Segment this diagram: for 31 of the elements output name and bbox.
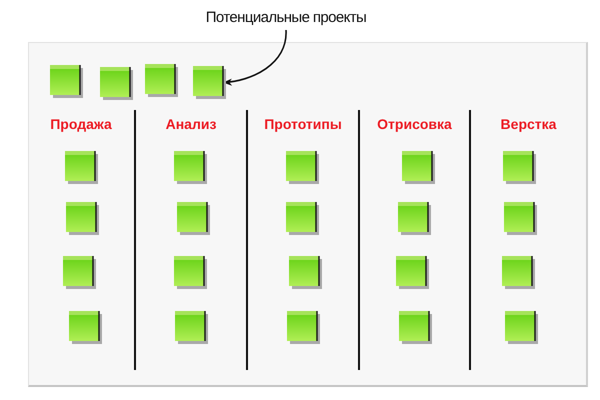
sticky-note [63, 256, 96, 289]
sticky-note [286, 151, 319, 184]
sticky-note [174, 256, 207, 289]
sticky-note [287, 311, 320, 344]
sticky-note [396, 256, 429, 289]
sticky-note [402, 151, 435, 184]
column-heading: Отрисовка [376, 116, 453, 133]
board-panel [28, 42, 588, 387]
sticky-note [145, 64, 178, 97]
column-heading: Продажа [49, 116, 113, 133]
sticky-note [502, 256, 535, 289]
sticky-note [65, 151, 98, 184]
column-heading: Прототипы [263, 116, 343, 133]
column-heading: Анализ [164, 116, 218, 133]
sticky-note [66, 202, 99, 235]
sticky-note [286, 202, 319, 235]
sticky-note [175, 311, 208, 344]
sticky-note [398, 202, 431, 235]
sticky-note [50, 65, 83, 98]
sticky-note [503, 151, 536, 184]
sticky-note [399, 311, 432, 344]
sticky-note [193, 66, 226, 99]
sticky-note [100, 67, 133, 100]
sticky-note [504, 202, 537, 235]
annotation-label: Потенциальные проекты [196, 6, 376, 30]
sticky-note [174, 151, 207, 184]
sticky-note [69, 311, 102, 344]
sticky-note [289, 256, 322, 289]
column-heading: Верстка [500, 116, 558, 133]
sticky-note [505, 311, 538, 344]
sticky-note [177, 202, 210, 235]
